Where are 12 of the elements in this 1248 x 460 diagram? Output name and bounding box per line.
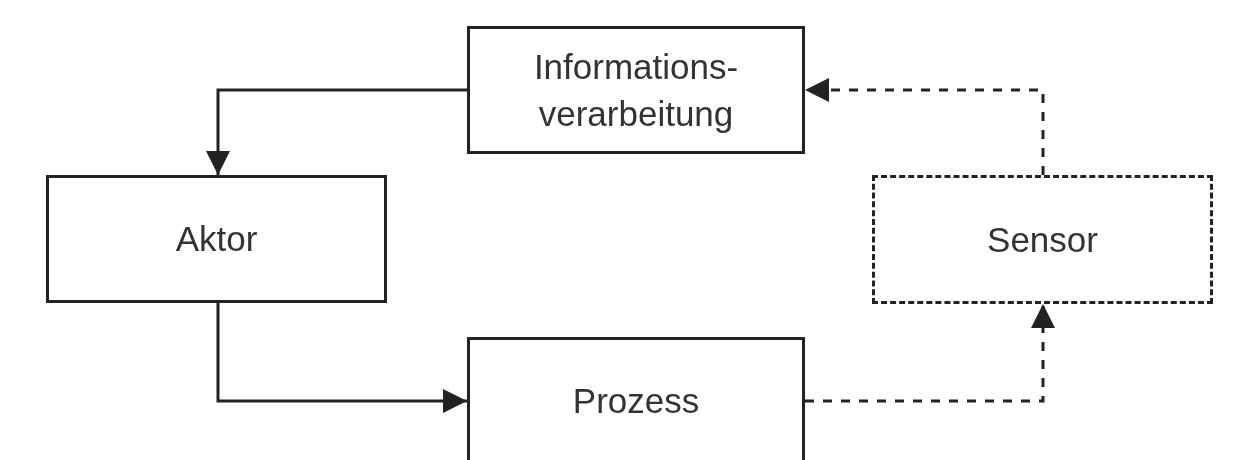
node-label: Aktor xyxy=(175,218,258,261)
process-box xyxy=(467,337,805,460)
dashed-box xyxy=(872,175,1213,304)
node-label: Sensor xyxy=(987,218,1098,261)
node-label: Prozess xyxy=(572,380,700,423)
arrow xyxy=(206,88,467,175)
node-label: Informations- verarbeitung xyxy=(532,45,740,135)
arrow xyxy=(216,303,467,413)
process-box xyxy=(46,175,387,303)
arrow xyxy=(805,78,1045,175)
process-box xyxy=(467,26,805,154)
arrow xyxy=(805,304,1055,403)
